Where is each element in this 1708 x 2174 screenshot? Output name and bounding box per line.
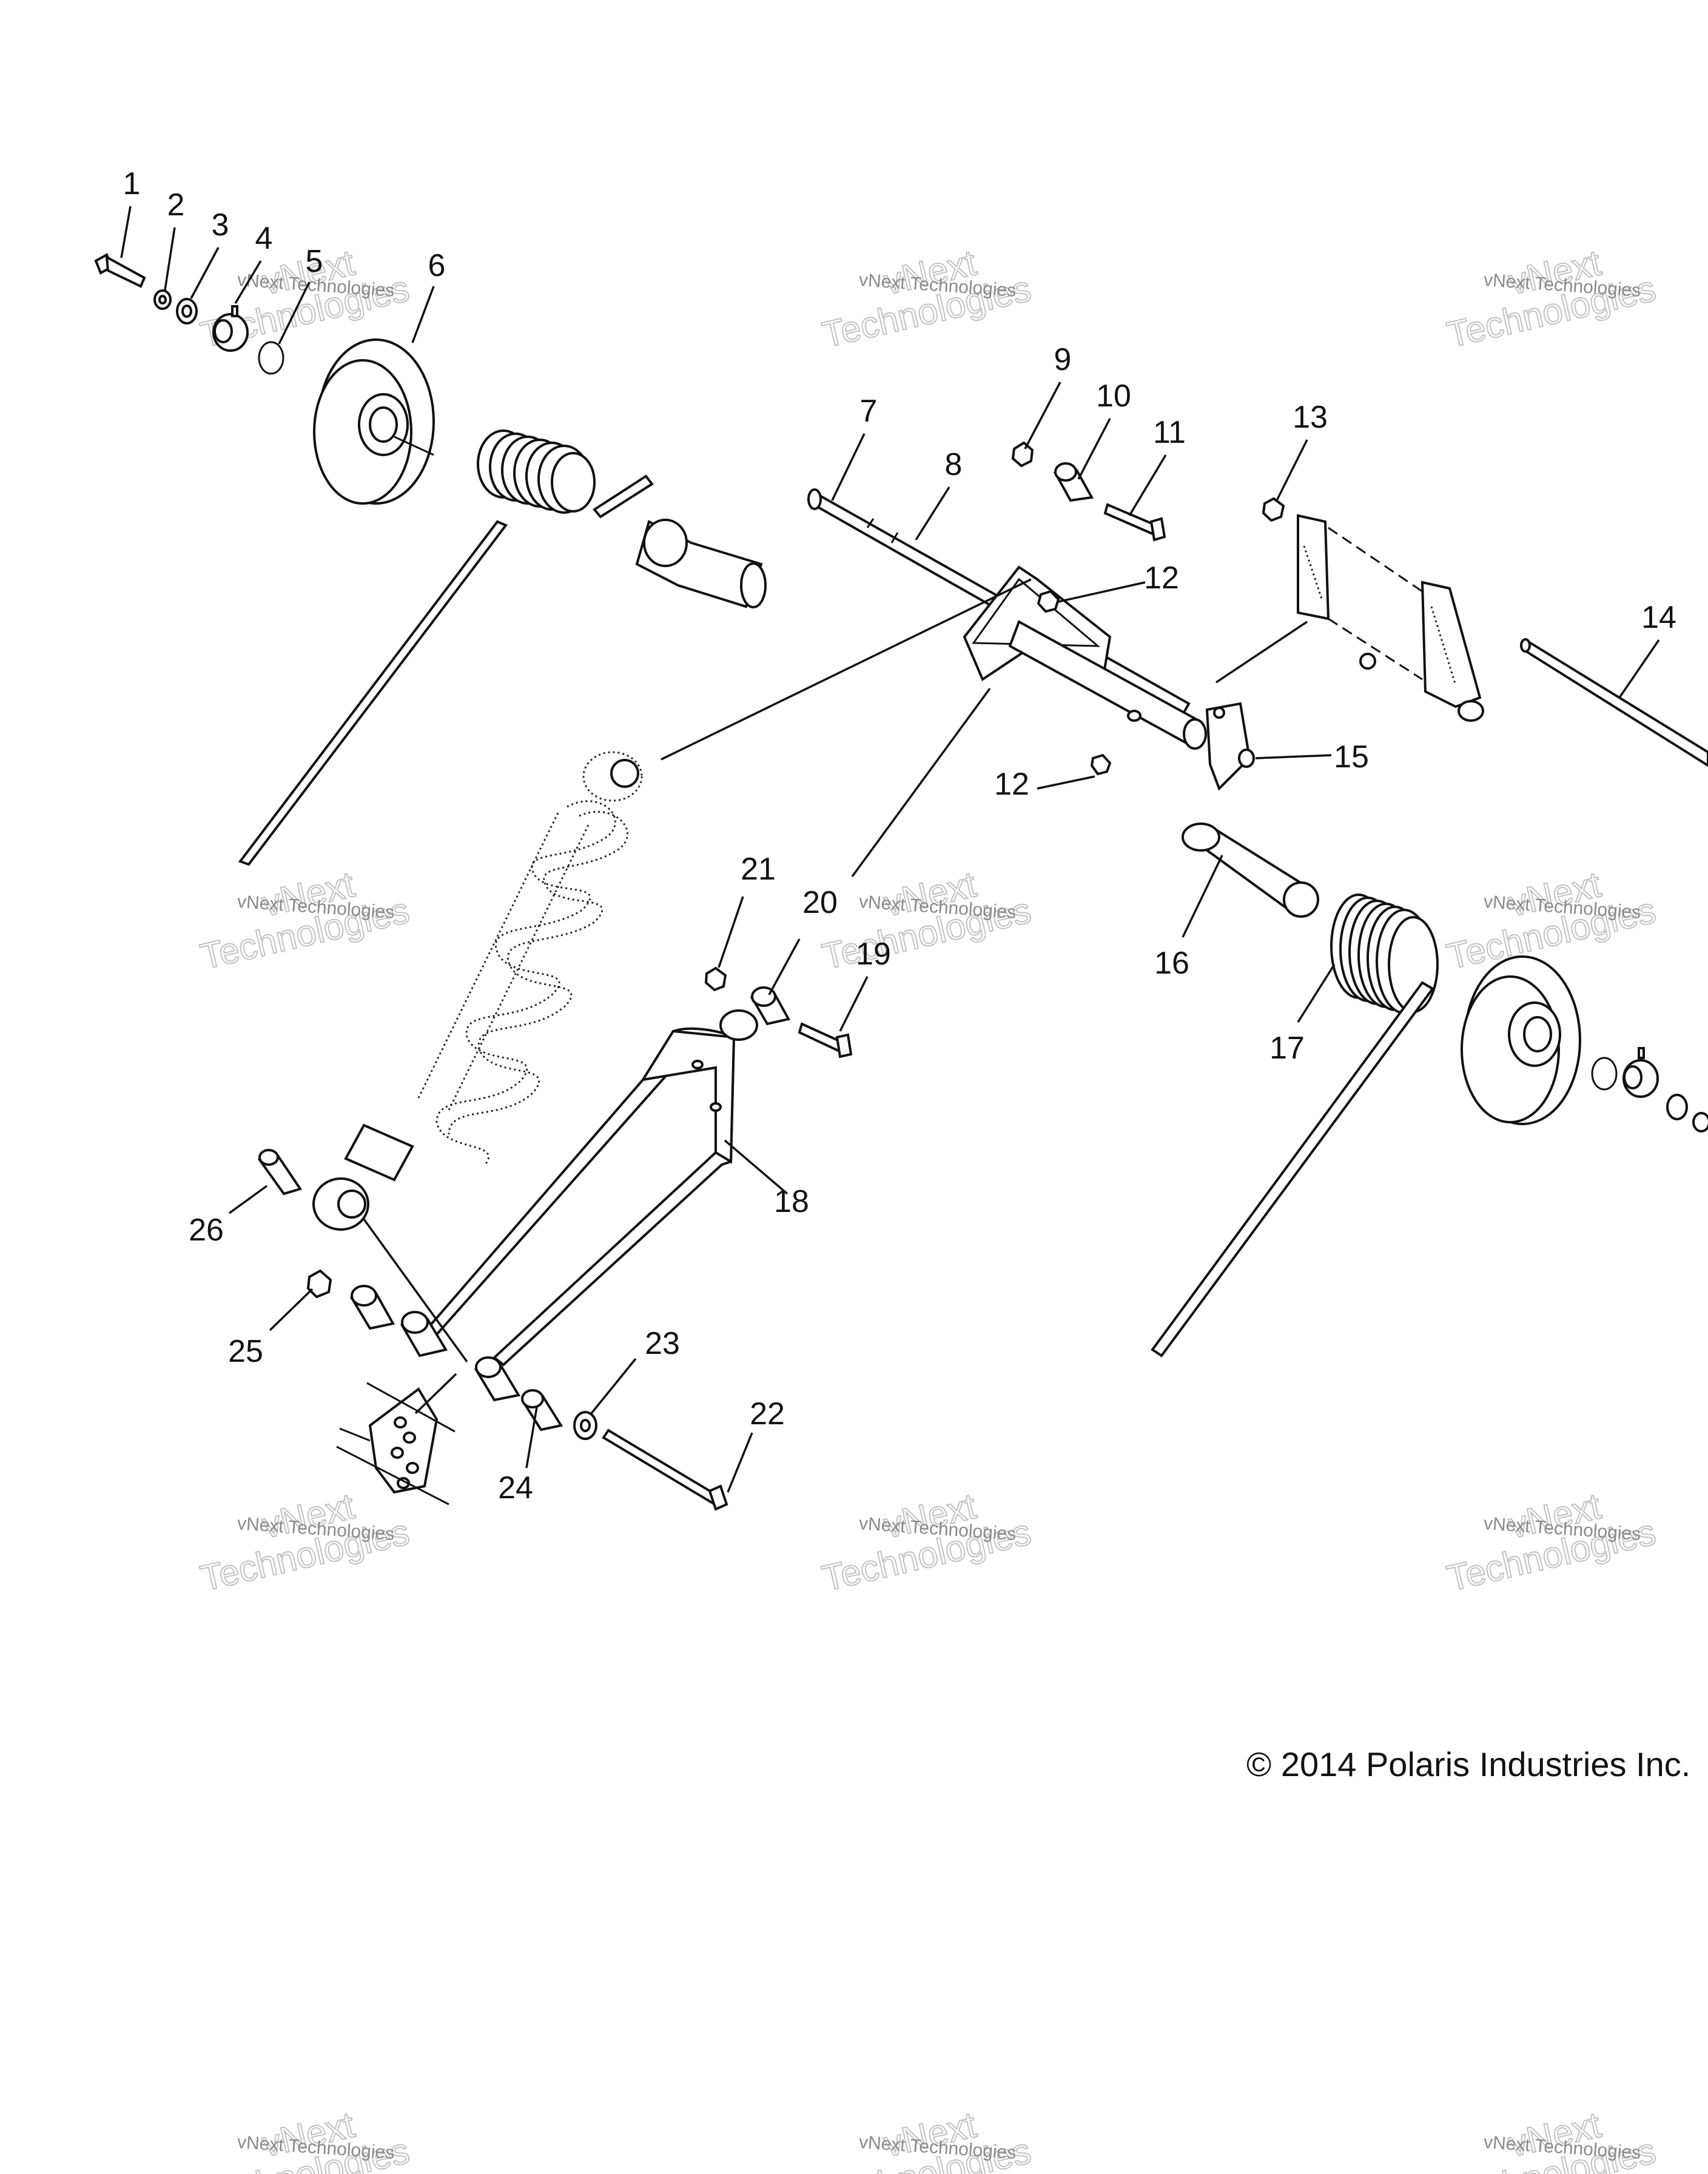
callout-8: 8 <box>945 447 963 482</box>
o-ring-part-5 <box>258 341 284 375</box>
mounting-bracket-part-15 <box>963 565 1255 791</box>
bushing-set-lower <box>349 1285 521 1402</box>
bolt-part-22 <box>602 1429 728 1511</box>
frame-bracket-lower <box>336 1382 456 1506</box>
callout-17: 17 <box>1269 1031 1305 1066</box>
leader-12b <box>1037 775 1095 790</box>
leader-25 <box>269 1288 314 1331</box>
callout-6: 6 <box>428 248 446 283</box>
shock-absorber <box>312 751 643 1231</box>
callout-26: 26 <box>189 1213 224 1248</box>
spacer-part-24 <box>520 1389 563 1432</box>
callout-14: 14 <box>1641 600 1676 635</box>
leader-9 <box>1024 382 1061 449</box>
leader-assembly-bracket <box>1215 621 1308 684</box>
callout-3: 3 <box>212 207 229 243</box>
leader-assembly-arm <box>851 687 991 878</box>
callout-7: 7 <box>860 394 878 429</box>
leader-2 <box>164 227 176 291</box>
callout-16: 16 <box>1154 946 1189 981</box>
callout-9: 9 <box>1054 342 1072 377</box>
leader-15 <box>1255 754 1332 759</box>
leader-6 <box>411 286 435 343</box>
nut-part-9 <box>1011 441 1034 468</box>
callout-13: 13 <box>1293 400 1328 435</box>
callout-11: 11 <box>1153 415 1186 450</box>
part-drawings <box>94 253 1708 1511</box>
callout-12: 12 <box>1144 560 1179 596</box>
leader-4 <box>234 260 262 304</box>
callout-25: 25 <box>228 1334 263 1369</box>
callout-2: 2 <box>167 187 185 223</box>
bolt-part-11 <box>1103 503 1166 542</box>
bolt-part-19 <box>798 1022 853 1058</box>
leader-11 <box>1128 454 1167 516</box>
leader-23 <box>590 1358 637 1415</box>
leader-1 <box>120 206 132 258</box>
callout-21: 21 <box>741 852 776 887</box>
idler-wheel-right <box>1461 955 1708 1132</box>
callout-20: 20 <box>802 885 838 920</box>
leader-assembly-shock <box>661 578 1032 761</box>
rear-arm-part-18 <box>426 1009 758 1367</box>
callout-23: 23 <box>645 1326 680 1361</box>
callout-18: 18 <box>774 1184 809 1219</box>
nut-part-12-upper <box>1037 590 1060 613</box>
rod-part-14 <box>1520 638 1708 767</box>
leader-17 <box>1297 964 1336 1023</box>
leader-26 <box>228 1185 268 1214</box>
callout-12: 12 <box>994 767 1029 802</box>
nut-part-12-lower <box>1090 753 1112 776</box>
leader-3 <box>190 247 220 299</box>
leader-assembly-shock-lower <box>363 1218 468 1363</box>
callout-24: 24 <box>498 1470 533 1506</box>
leader-8 <box>915 486 950 540</box>
leader-7 <box>831 433 866 501</box>
bushing-tube-part-16 <box>1182 823 1319 918</box>
leader-13 <box>1276 439 1308 501</box>
leader-16 <box>1182 855 1223 938</box>
callout-19: 19 <box>856 937 891 972</box>
leader-14 <box>1618 639 1660 698</box>
bracket-assembly-part-13 <box>1262 497 1484 722</box>
nut-part-25 <box>306 1269 332 1299</box>
leader-20 <box>768 938 801 995</box>
bushing-part-26 <box>257 1149 303 1196</box>
torsion-spring-part-17 <box>1151 893 1439 1358</box>
callout-10: 10 <box>1096 379 1131 414</box>
callout-4: 4 <box>255 221 273 256</box>
callout-1: 1 <box>123 166 141 201</box>
callout-15: 15 <box>1334 739 1369 775</box>
torsion-spring-left <box>238 429 654 866</box>
bolt-part-1 <box>94 253 146 288</box>
cap-part-4 <box>212 305 249 352</box>
leader-22 <box>727 1432 753 1493</box>
leader-assembly-frame <box>414 1373 457 1415</box>
leader-12a <box>1058 581 1146 603</box>
idler-wheel-part-6 <box>313 338 435 505</box>
leader-18 <box>724 1139 788 1195</box>
copyright-notice: © 2014 Polaris Industries Inc. <box>1246 1745 1690 1783</box>
callout-5: 5 <box>306 244 323 279</box>
leader-24 <box>525 1407 538 1469</box>
leader-lines <box>120 206 1660 1493</box>
bushing-tube-left <box>635 519 767 608</box>
leader-19 <box>839 976 869 1032</box>
spacer-part-10 <box>1053 462 1094 502</box>
callout-22: 22 <box>750 1396 785 1432</box>
nut-part-21 <box>704 966 727 992</box>
leader-21 <box>718 896 744 968</box>
leader-5 <box>278 281 311 345</box>
leader-10 <box>1077 418 1111 480</box>
